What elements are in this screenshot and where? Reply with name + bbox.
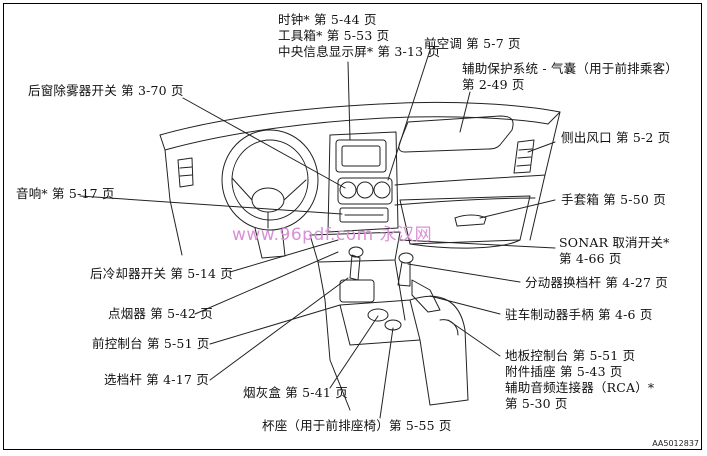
center-display: [335, 139, 387, 173]
label-sonar-1: SONAR 取消开关*: [559, 235, 670, 250]
vent-slat: [518, 148, 533, 151]
leader-ashtray: [329, 315, 379, 389]
label-ashtray: 烟灰盒 第 5-41 页: [243, 385, 348, 400]
ac-dial-center: [356, 181, 374, 199]
front-console: [339, 299, 421, 346]
transfer-knob: [398, 252, 414, 264]
label-transfer-lever: 分动器换档杆 第 4-27 页: [525, 275, 669, 290]
leader-selector: [209, 277, 349, 381]
dash-top-line: [159, 101, 561, 136]
leader-frontconsole: [209, 304, 341, 345]
dash-top-inner: [164, 116, 549, 151]
label-selector-lever: 选档杆 第 4-17 页: [104, 372, 209, 387]
leader-clock: [347, 61, 351, 141]
console-left-edge: [317, 261, 351, 411]
airbag-panel: [398, 115, 514, 153]
label-sonar-2: 第 4-66 页: [559, 251, 622, 266]
leader-ac: [387, 49, 431, 181]
steering-wheel: [221, 129, 319, 231]
label-srs-airbag-1: 辅助保护系统 - 气囊（用于前排乘客）: [462, 61, 678, 76]
vent-slat: [516, 164, 531, 167]
label-lighter: 点烟器 第 5-42 页: [108, 306, 213, 321]
dash-mid-line: [394, 174, 546, 186]
right-side-vent: [513, 139, 535, 174]
watermark: www.96pdf.com 永汉网: [232, 225, 433, 245]
label-clock: 时钟* 第 5-44 页: [278, 12, 377, 27]
leader-parkingbrake: [429, 295, 501, 315]
steering-wheel-inner: [231, 139, 309, 221]
label-toolbox: 工具箱* 第 5-53 页: [278, 28, 390, 43]
leader-audio: [79, 195, 343, 215]
ac-dial-right: [373, 181, 391, 199]
label-accessory-socket: 附件插座 第 5-43 页: [505, 364, 623, 379]
label-srs-airbag-2: 第 2-49 页: [462, 77, 525, 92]
parking-brake: [411, 279, 441, 313]
glovebox-handle: [454, 214, 487, 227]
console-right-edge: [394, 259, 406, 321]
vent-slat: [179, 166, 193, 169]
figure-border: [3, 3, 702, 450]
label-center-display: 中央信息显示屏* 第 3-13 页: [278, 44, 441, 59]
label-cup-holder: 杯座（用于前排座椅）第 5-55 页: [262, 418, 452, 433]
steering-spokes: [231, 177, 307, 229]
left-side-vent: [177, 157, 194, 188]
leader-glovebox: [479, 199, 556, 219]
center-display-screen: [341, 145, 381, 167]
label-audio: 音响* 第 5-17 页: [16, 186, 115, 201]
leader-rearcooler: [229, 239, 339, 273]
audio-unit: [339, 207, 389, 223]
selector-gate: [339, 279, 375, 303]
steering-column: [254, 227, 286, 259]
leader-transfer: [407, 263, 521, 283]
label-rear-defogger: 后窗除雾器开关 第 3-70 页: [28, 83, 184, 98]
glovebox-bottom: [409, 239, 521, 249]
label-glovebox: 手套箱 第 5-50 页: [561, 192, 666, 207]
leader-lighter: [194, 251, 339, 315]
leader-defogger: [182, 97, 346, 189]
selector-knob: [348, 246, 364, 258]
label-aux-audio: 辅助音频连接器（RCA）*: [505, 380, 655, 395]
center-stack: [327, 131, 399, 233]
ac-dial-left: [339, 181, 357, 199]
label-front-console: 前控制台 第 5-51 页: [92, 336, 210, 351]
floor-console-lid: [439, 319, 459, 336]
transfer-lever: [397, 261, 411, 287]
label-floor-console: 地板控制台 第 5-51 页: [505, 348, 636, 363]
label-front-ac: 前空调 第 5-7 页: [424, 36, 521, 51]
ashtray: [367, 308, 389, 322]
ac-panel: [337, 177, 393, 205]
vent-slat: [179, 174, 193, 177]
vent-slat: [517, 156, 532, 159]
label-parking-brake: 驻车制动器手柄 第 4-6 页: [505, 307, 653, 322]
leader-sonar: [399, 239, 556, 249]
floor-console: [409, 295, 469, 406]
leader-sidevent: [527, 141, 556, 153]
label-side-vent: 侧出风口 第 5-2 页: [561, 130, 671, 145]
selector-lever: [349, 254, 361, 281]
label-aux-audio-page: 第 5-30 页: [505, 396, 568, 411]
dash-left-edge: [159, 134, 183, 256]
label-rear-cooler: 后冷却器开关 第 5-14 页: [90, 266, 234, 281]
leader-floorconsole: [447, 319, 501, 357]
leader-cupholder: [379, 327, 394, 419]
dash-right-edge: [529, 111, 561, 241]
leader-airbag: [459, 91, 471, 133]
figure-code: AA5012837: [652, 439, 699, 448]
dash-mid-line-2: [394, 197, 536, 206]
